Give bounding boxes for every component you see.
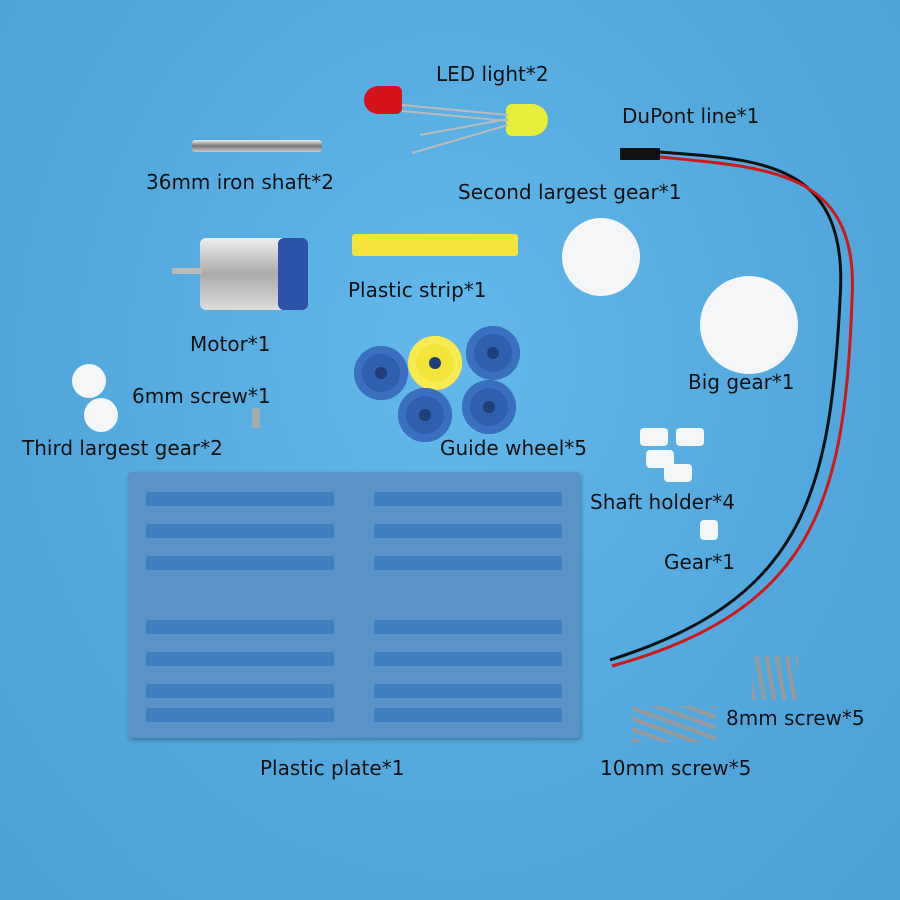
label-motor: Motor*1 (190, 332, 271, 356)
label-plate: Plastic plate*1 (260, 756, 405, 780)
label-shaft-holder: Shaft holder*4 (590, 490, 735, 514)
10mm-screws (632, 706, 716, 742)
guide-wheel (354, 346, 408, 400)
label-10mm-screw: 10mm screw*5 (600, 756, 752, 780)
label-dupont: DuPont line*1 (622, 104, 760, 128)
motor-shaft (172, 268, 202, 274)
label-big-gear: Big gear*1 (688, 370, 795, 394)
yellow-led (506, 104, 548, 136)
label-6mm-screw: 6mm screw*1 (132, 384, 271, 408)
iron-shaft (192, 140, 322, 152)
label-gear: Gear*1 (664, 550, 736, 574)
label-8mm-screw: 8mm screw*5 (726, 706, 865, 730)
small-gear (700, 520, 718, 540)
label-shaft: 36mm iron shaft*2 (146, 170, 334, 194)
shaft-holder (664, 464, 692, 482)
big-gear (700, 276, 798, 374)
guide-wheel (398, 388, 452, 442)
led-leads (401, 104, 509, 154)
label-guide-wheel: Guide wheel*5 (440, 436, 588, 460)
third-largest-gear (72, 364, 106, 398)
guide-wheel-yellow (408, 336, 462, 390)
red-led (364, 86, 402, 114)
6mm-screw (252, 408, 260, 428)
label-second-gear: Second largest gear*1 (458, 180, 682, 204)
guide-wheel (462, 380, 516, 434)
shaft-holder (646, 450, 674, 468)
guide-wheel (466, 326, 520, 380)
label-strip: Plastic strip*1 (348, 278, 487, 302)
label-third-gear: Third largest gear*2 (22, 436, 223, 460)
plastic-strip (352, 234, 518, 256)
shaft-holder (676, 428, 704, 446)
shaft-holder (640, 428, 668, 446)
motor-cap (278, 238, 308, 310)
second-largest-gear (562, 218, 640, 296)
third-largest-gear (84, 398, 118, 432)
8mm-screws (752, 656, 798, 700)
label-led: LED light*2 (436, 62, 549, 86)
plastic-plate (128, 472, 580, 738)
